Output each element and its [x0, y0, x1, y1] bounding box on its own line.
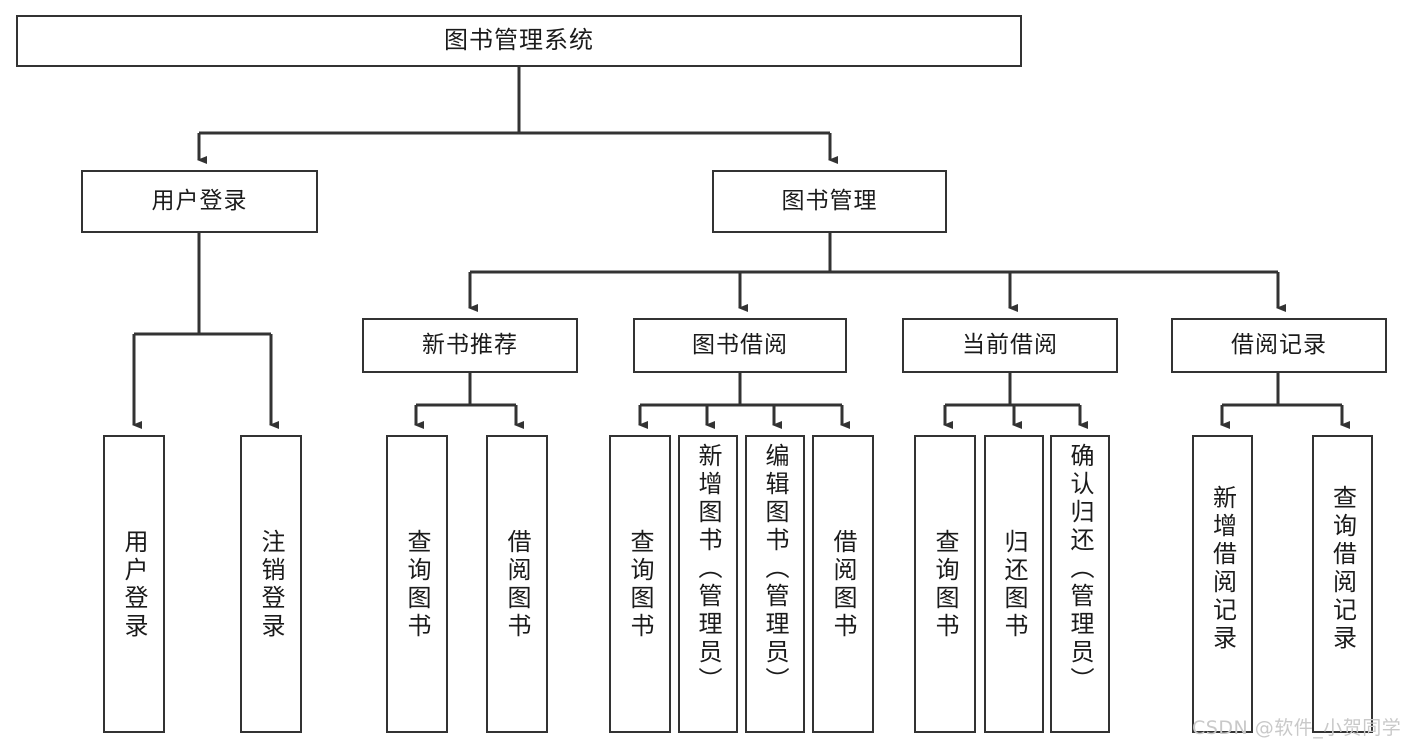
node-label: 图书借阅 [692, 332, 788, 359]
node-label: 查询图书 [931, 529, 959, 641]
node-label: 当前借阅 [962, 332, 1058, 359]
node-label: 查询图书 [403, 529, 431, 641]
leaf-add-borrowing-record[interactable]: 新增借阅记录 [1192, 435, 1253, 733]
leaf-borrow-book-recommendation[interactable]: 借阅图书 [486, 435, 548, 733]
leaf-user-logout[interactable]: 注销登录 [240, 435, 302, 733]
leaf-return-book[interactable]: 归还图书 [984, 435, 1044, 733]
node-book-borrowing[interactable]: 图书借阅 [633, 318, 847, 373]
node-book-management[interactable]: 图书管理 [712, 170, 947, 233]
node-label: 借阅记录 [1231, 332, 1327, 359]
leaf-query-book-borrowing[interactable]: 查询图书 [609, 435, 671, 733]
node-borrowing-record[interactable]: 借阅记录 [1171, 318, 1387, 373]
node-label: 图书管理系统 [444, 26, 594, 55]
node-label: 借阅图书 [503, 529, 531, 641]
leaf-borrow-book[interactable]: 借阅图书 [812, 435, 874, 733]
leaf-add-book-admin[interactable]: 新增图书（管理员） [678, 435, 738, 733]
node-label: 查询借阅记录 [1328, 485, 1357, 653]
node-label: 注销登录 [257, 529, 285, 641]
node-label: 借阅图书 [829, 529, 857, 641]
leaf-confirm-return-admin[interactable]: 确认归还（管理员） [1050, 435, 1110, 733]
node-user-login[interactable]: 用户登录 [81, 170, 318, 233]
leaf-query-book-recommendation[interactable]: 查询图书 [386, 435, 448, 733]
node-label: 编辑图书（管理员） [761, 443, 789, 695]
leaf-edit-book-admin[interactable]: 编辑图书（管理员） [745, 435, 805, 733]
node-label: 确认归还（管理员） [1066, 443, 1094, 695]
leaf-user-login[interactable]: 用户登录 [103, 435, 165, 733]
leaf-query-book-current[interactable]: 查询图书 [914, 435, 976, 733]
node-label: 用户登录 [151, 188, 248, 215]
node-new-book-recommendation[interactable]: 新书推荐 [362, 318, 578, 373]
node-label: 新增图书（管理员） [694, 443, 722, 695]
node-label: 归还图书 [1000, 529, 1028, 641]
node-label: 查询图书 [626, 529, 654, 641]
node-root-book-management-system[interactable]: 图书管理系统 [16, 15, 1022, 67]
node-current-borrowing[interactable]: 当前借阅 [902, 318, 1118, 373]
csdn-watermark: CSDN @软件_小贺同学 [1192, 717, 1402, 739]
leaf-query-borrowing-record[interactable]: 查询借阅记录 [1312, 435, 1373, 733]
node-label: 图书管理 [781, 188, 878, 215]
node-label: 用户登录 [120, 529, 148, 641]
node-label: 新增借阅记录 [1208, 485, 1237, 653]
node-label: 新书推荐 [422, 332, 518, 359]
